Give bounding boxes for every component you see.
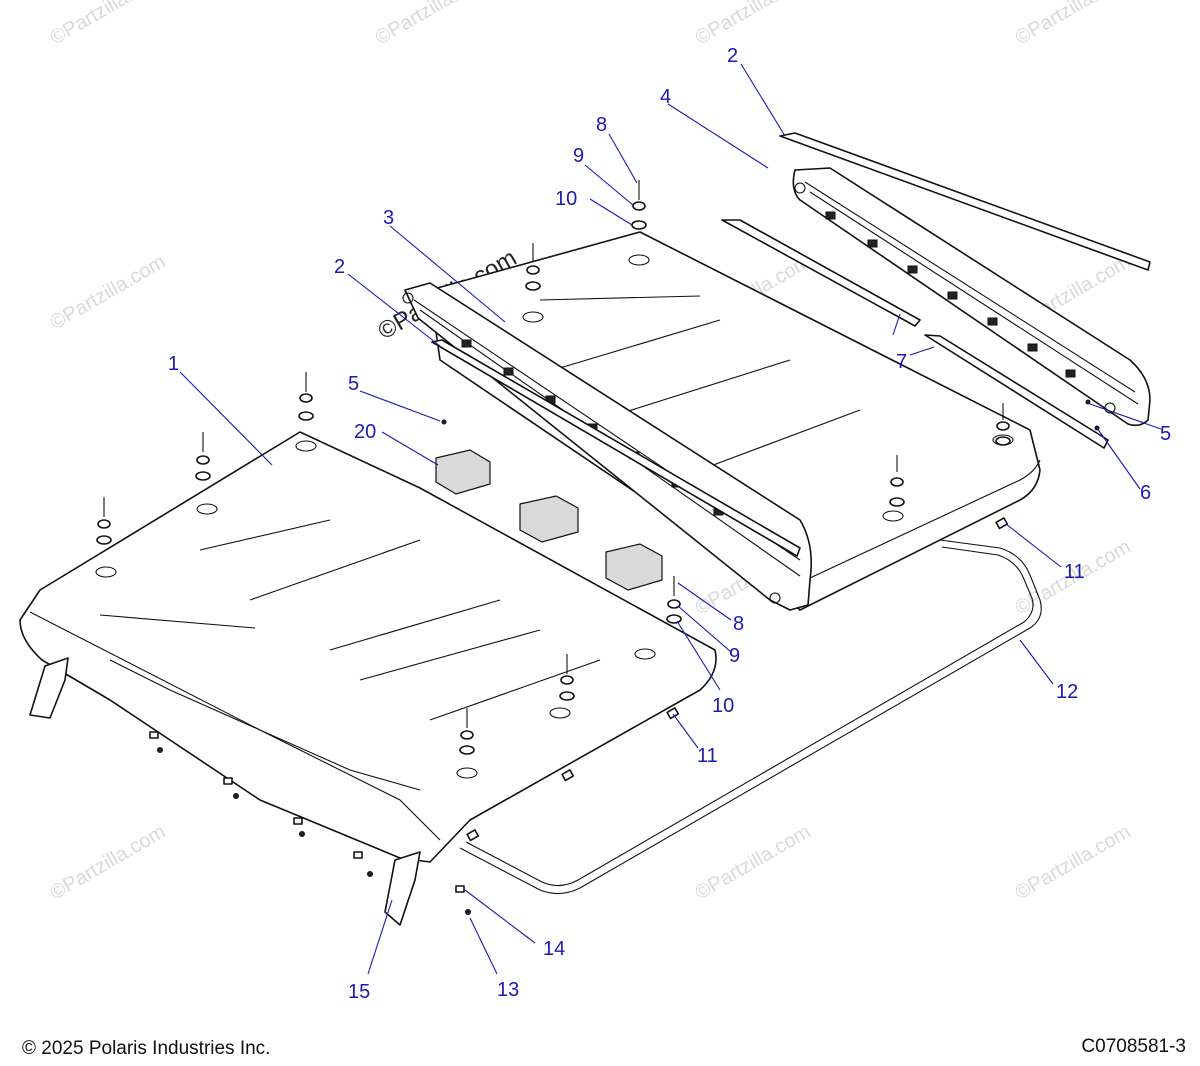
- bolt-stack: [559, 654, 575, 701]
- watermark: ©Partzilla.com: [372, 0, 495, 49]
- watermark: ©Partzilla.com: [47, 0, 170, 49]
- callout-7: 7: [896, 351, 907, 373]
- watermark: ©Partzilla.com: [1012, 821, 1135, 905]
- panel-ribs: [199, 519, 601, 721]
- roof-rail-left-assembly: [402, 282, 813, 611]
- bolt-stack: [459, 708, 475, 755]
- callout-5-left: 5: [348, 373, 359, 395]
- callout-4: 4: [660, 86, 671, 108]
- watermark: ©Partzilla.com: [47, 251, 170, 335]
- callout-2-lower: 2: [334, 256, 345, 278]
- callout-8-top: 8: [596, 114, 607, 136]
- rail-trim-strip-part-2-lower: [431, 339, 801, 557]
- callout-5-right: 5: [1160, 423, 1171, 445]
- callout-8-mid: 8: [733, 613, 744, 635]
- callout-15: 15: [348, 981, 370, 1003]
- bolt-stack: [995, 403, 1011, 446]
- callout-9-top: 9: [573, 145, 584, 167]
- bolt-stack: [889, 455, 905, 507]
- callout-9-mid: 9: [729, 645, 740, 667]
- callout-10-top: 10: [555, 188, 577, 210]
- watermark: ©Partzilla.com: [692, 0, 815, 49]
- side-flaps-part-15: [29, 657, 421, 926]
- callout-3: 3: [383, 207, 394, 229]
- callout-6: 6: [1140, 482, 1151, 504]
- clips-and-screws: [149, 399, 1100, 915]
- callout-13: 13: [497, 979, 519, 1001]
- callouts: 1 2 2 3 4 5 5 6 7 8 8 9 9 10 10 11 11 12…: [168, 45, 1171, 1003]
- watermark: ©Partzilla.com: [692, 821, 815, 905]
- rear-roof-panel-part-3: [429, 231, 1041, 611]
- roof-seal-part-12: [459, 539, 1042, 895]
- foam-blocks-part-20: [435, 449, 663, 591]
- bolt-stack: [525, 243, 541, 291]
- callout-1: 1: [168, 353, 179, 375]
- bolt-stack: [631, 180, 647, 230]
- callout-11-right: 11: [1064, 561, 1085, 583]
- watermark: ©Partzilla.com: [1012, 0, 1135, 49]
- callout-11-mid: 11: [697, 745, 718, 767]
- rail-clips: [825, 211, 1076, 378]
- rail-trim-strip-part-2-upper: [779, 132, 1151, 271]
- callout-2-upper: 2: [727, 45, 738, 67]
- roof-rail-right-part-4: [792, 167, 1151, 427]
- callout-14: 14: [543, 938, 565, 960]
- callout-20: 20: [354, 421, 376, 443]
- fasteners: [96, 180, 1011, 755]
- bolt-stack: [298, 372, 314, 421]
- leader-lines: [179, 63, 1162, 975]
- figure-id: C0708581-3: [1081, 1036, 1186, 1057]
- watermark: ©Partzilla.com: [47, 821, 170, 905]
- trim-strips-part-7: [721, 219, 1109, 449]
- callout-12: 12: [1056, 681, 1078, 703]
- front-roof-panel-part-1: [19, 431, 717, 863]
- bolt-stack: [96, 497, 112, 545]
- bolt-stack: [195, 432, 211, 481]
- copyright-notice: © 2025 Polaris Industries Inc.: [22, 1038, 271, 1059]
- callout-10-mid: 10: [712, 695, 734, 717]
